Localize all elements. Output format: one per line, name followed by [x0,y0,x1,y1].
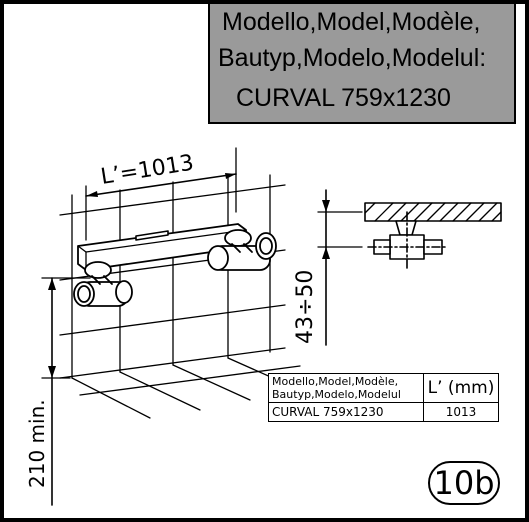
model-title-box: Modello,Model,Modèle, Bautyp,Modelo,Mode… [208,2,516,124]
model-title-line-2: Bautyp,Modelo,Modelul: [218,44,487,72]
model-title-line-1: Modello,Model,Modèle, [222,8,481,36]
side-view-wall [364,202,502,222]
table-row: CURVAL 759x1230 1013 [268,402,499,422]
side-view-fitting [367,211,449,269]
model-title-line-3: CURVAL 759x1230 [236,84,451,112]
length-dimension [85,147,237,241]
height-dimension [41,277,91,506]
table-header-row: Modello,Model,Modèle, Bautyp,Modelo,Mode… [268,373,499,403]
height-dimension-label: 210 min. [25,399,49,488]
right-connection-fitting [207,229,277,271]
table-cell-model: CURVAL 759x1230 [268,402,424,422]
table-cell-length: 1013 [423,402,499,422]
left-connection-fitting [73,261,133,307]
spacing-dimension-label: 43÷50 [293,270,318,344]
figure-number-badge: 10b [428,461,500,505]
table-header-model: Modello,Model,Modèle, Bautyp,Modelo,Mode… [268,373,424,403]
model-spec-table: Modello,Model,Modèle, Bautyp,Modelo,Mode… [268,373,499,422]
spacing-dimension [317,189,363,346]
length-dimension-label: L’=1013 [99,151,195,190]
table-header-length: L’ (mm) [423,373,499,403]
